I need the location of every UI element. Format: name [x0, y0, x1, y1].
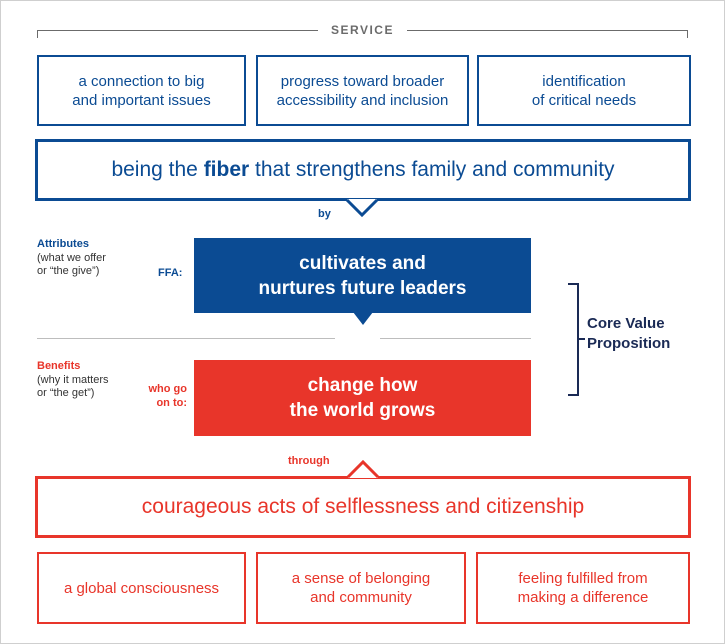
ffa-attribute-box: cultivates and nurtures future leaders: [194, 238, 531, 313]
by-label: by: [318, 208, 331, 220]
through-label: through: [288, 455, 330, 467]
divider-left: [37, 338, 335, 339]
fiber-text-before: being the: [111, 158, 204, 181]
change-box-line: the world grows: [289, 400, 436, 421]
fiber-statement-box: being the fiber that strengthens family …: [35, 139, 691, 201]
service-item-line: identification: [542, 72, 626, 90]
ffa-box-pointer: [353, 312, 373, 325]
attributes-line: (what we offer: [37, 252, 106, 264]
courage-box-pointer: [346, 459, 380, 479]
ffa-label: FFA:: [158, 267, 183, 279]
core-value-line: Proposition: [587, 335, 671, 352]
courage-statement-text: courageous acts of selflessness and citi…: [141, 495, 585, 518]
core-value-bracket-nub: [577, 338, 585, 340]
benefit-item-line: a global consciousness: [63, 579, 220, 597]
attributes-title: Attributes: [37, 238, 89, 250]
service-item-line: a connection to big: [78, 72, 205, 90]
benefit-item-line: feeling fulfilled from: [518, 570, 648, 587]
who-go-line: who go: [148, 383, 188, 395]
benefits-title: Benefits: [37, 360, 81, 372]
service-item-line: accessibility and inclusion: [276, 91, 449, 109]
benefits-line: (why it matters: [37, 374, 109, 386]
core-value-line: Core Value: [587, 315, 665, 332]
benefit-item-global: a global consciousness: [37, 552, 246, 624]
courage-statement-box: courageous acts of selflessness and citi…: [35, 476, 691, 538]
fiber-text-bold: fiber: [203, 158, 250, 181]
fiber-statement-text: being the fiber that strengthens family …: [111, 158, 614, 182]
who-go-line: on to:: [156, 397, 187, 409]
who-go-label: who go on to:: [130, 382, 188, 410]
service-bracket-right-tick: [687, 30, 688, 38]
service-item-line: and important issues: [72, 91, 211, 109]
change-box-line: change how: [307, 375, 418, 396]
change-benefit-box: change how the world grows: [194, 360, 531, 436]
benefit-item-belonging: a sense of belonging and community: [256, 552, 466, 624]
service-item-connection: a connection to big and important issues: [37, 55, 246, 126]
benefit-item-line: and community: [310, 589, 412, 606]
benefit-item-line: making a difference: [517, 589, 649, 606]
service-item-line: progress toward broader: [280, 72, 445, 90]
fiber-box-pointer: [345, 198, 379, 218]
benefit-item-line: a sense of belonging: [291, 570, 431, 587]
benefits-line: or “the get”): [37, 387, 95, 399]
attributes-line: or “the give”): [37, 265, 100, 277]
service-label: SERVICE: [318, 21, 407, 39]
ffa-box-line: nurtures future leaders: [258, 277, 467, 299]
divider-right: [380, 338, 531, 339]
core-value-label: Core Value Proposition: [587, 314, 707, 354]
benefit-item-fulfilled: feeling fulfilled from making a differen…: [476, 552, 690, 624]
service-item-accessibility: progress toward broader accessibility an…: [256, 55, 469, 126]
ffa-box-line: cultivates and: [299, 252, 426, 274]
fiber-text-after: that strengthens family and community: [249, 158, 615, 181]
service-item-critical-needs: identification of critical needs: [477, 55, 691, 126]
service-bracket-left-tick: [37, 30, 38, 38]
service-item-line: of critical needs: [531, 91, 637, 109]
